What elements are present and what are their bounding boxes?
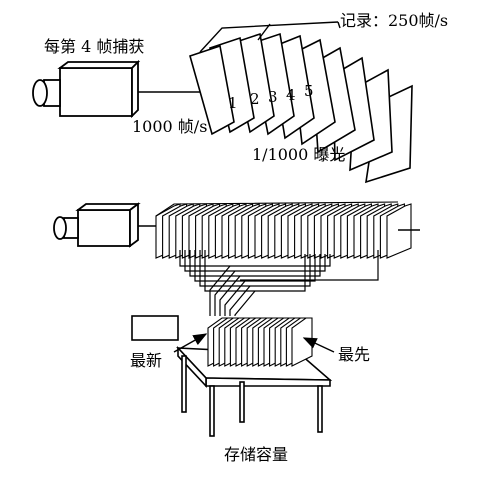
empty-box [131,315,179,341]
buffer-frame [386,203,412,259]
storage-frame-stack [207,317,313,367]
storage-capacity-label: 存储容量 [224,445,289,464]
wire-drop [214,270,236,316]
wire-drop [224,280,246,316]
oldest-pointer-arrow [302,337,335,353]
wire-loop [184,250,326,272]
wire-drop [234,290,256,316]
wire-loop [189,250,321,277]
oldest-label: 最先 [338,345,371,364]
exposure-label: 1/1000 曝光 [252,145,346,164]
wire-loop [179,250,331,267]
wire-loop-outer [240,250,379,281]
frame-number-3: 3 [268,88,278,106]
frame-number-4: 4 [286,86,296,104]
wire-bundle [179,250,379,316]
wire-loop [199,250,311,287]
frame-number-1: 1 [228,94,238,112]
wire-loop [194,250,316,282]
wire-drop [229,285,251,316]
record-rate-label: 记录：250帧/s [340,11,449,30]
frame-fan [189,32,413,184]
newest-pointer-arrow [173,333,208,353]
buffer-top-edge [155,201,399,217]
frame-number-2: 2 [250,90,260,108]
frame-number-5: 5 [304,82,314,100]
stored-frame [291,317,313,367]
wire-drop [209,265,231,316]
rolling-buffer-stack [155,201,412,259]
wire-drop [219,275,241,316]
record-rate-bracket [199,21,341,53]
top-camera-icon [32,59,141,119]
capture-every-4th-label: 每第 4 帧捕获 [44,37,145,56]
input-rate-label: 1000 帧/s [132,117,208,136]
bottom-camera-icon [53,202,141,248]
newest-label: 最新 [130,351,163,370]
